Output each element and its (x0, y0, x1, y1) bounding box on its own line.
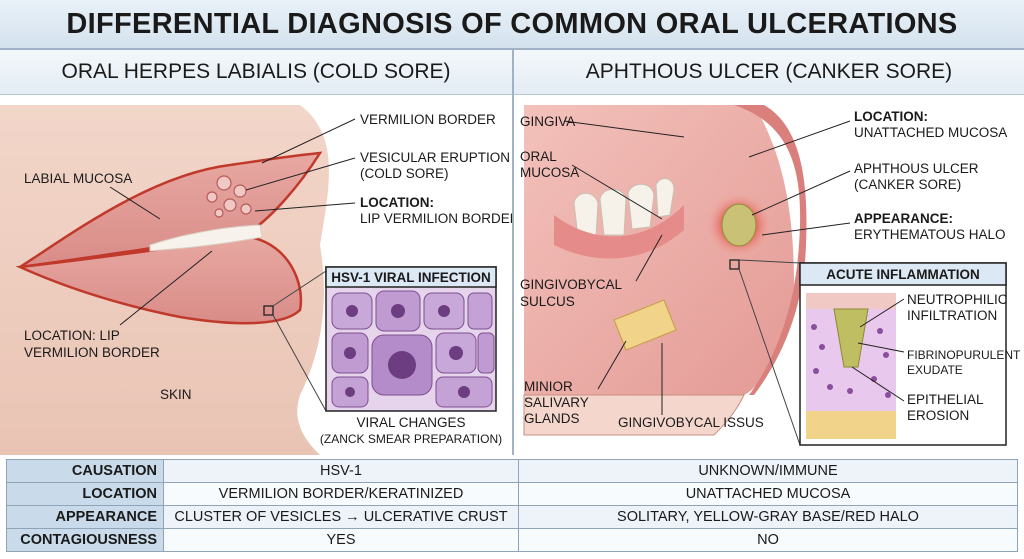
herpes-cell: CLUSTER OF VESICLES → ULCERATIVE CRUST (163, 505, 519, 529)
inflammation-inset-title: ACUTE INFLAMMATION (826, 267, 979, 282)
left-leader-lines (109, 118, 356, 326)
row-header: CONTAGIOUSNESS (6, 528, 164, 552)
fibrinopurulent-exudate (833, 308, 869, 368)
herpes-cell: VERMILION BORDER/KERATINIZED (163, 482, 519, 506)
table-row: CONTAGIOUSNESS YES NO (6, 528, 1018, 552)
table-row: APPEARANCE CLUSTER OF VESICLES → ULCERAT… (6, 505, 1018, 529)
title-bar: DIFFERENTIAL DIAGNOSIS OF COMMON ORAL UL… (0, 0, 1024, 50)
label-vermilion-border: VERMILION BORDER (360, 112, 496, 127)
label-minor-2: SALIVARY (524, 395, 589, 410)
right-panel-heading: APHTHOUS ULCER (CANKER SORE) (585, 60, 953, 83)
label-location-value-right: UNATTACHED MUCOSA (854, 125, 1007, 140)
salivary-glands (613, 299, 677, 351)
row-header: APPEARANCE (6, 505, 164, 529)
label-location-value: LIP VERMILION BORDER (360, 211, 512, 226)
right-leader-lines (563, 120, 851, 415)
label-aphthous-ulcer: APHTHOUS ULCER (854, 161, 979, 176)
ulcer-magnifier-marker (729, 259, 740, 270)
tissue-band (523, 394, 745, 436)
label-vesicular-eruption: VESICULAR ERUPTION (360, 150, 510, 165)
panel-divider (512, 50, 514, 455)
herpes-cell: YES (163, 528, 519, 552)
neutrophils (811, 324, 891, 398)
mouth-illustration: ACUTE INFLAMMATION NEUTROPHILIC INFILTRA… (514, 95, 1024, 455)
cheek-fold (734, 105, 807, 395)
label-canker-sore: (CANKER SORE) (854, 177, 961, 192)
hsv-caption-1: VIRAL CHANGES (356, 415, 465, 430)
label-issus: GINGIVOBYCAL ISSUS (618, 415, 764, 430)
vesicle-cluster (206, 175, 252, 218)
label-exudate: EXUDATE (907, 363, 963, 377)
hsv-caption-2: (ZANCK SMEAR PREPARATION) (320, 432, 502, 446)
inset-leader-lines (851, 298, 905, 402)
row-header: CAUSATION (6, 459, 164, 483)
label-infiltration: INFILTRATION (907, 308, 997, 323)
label-neutrophilic: NEUTROPHILIC (907, 292, 1008, 307)
row-header: LOCATION (6, 482, 164, 506)
submucosa (806, 411, 896, 439)
label-epithelial: EPITHELIAL (907, 392, 984, 407)
left-panel: HSV-1 VIRAL INFECTION VIRAL CHANGES (ZAN… (0, 95, 512, 455)
label-minor-3: GLANDS (524, 411, 580, 426)
label-vesicular-eruption-sub: (COLD SORE) (360, 166, 449, 181)
label-mucosa: MUCOSA (520, 165, 579, 180)
aphthous-cell: NO (518, 528, 1018, 552)
label-sulcus-2: SULCUS (520, 294, 575, 309)
hsv-inset-title: HSV-1 VIRAL INFECTION (331, 270, 491, 285)
label-minor-1: MINIOR (524, 379, 573, 394)
aphthous-cell: UNATTACHED MUCOSA (518, 482, 1018, 506)
right-panel: ACUTE INFLAMMATION NEUTROPHILIC INFILTRA… (514, 95, 1024, 455)
table-row: LOCATION VERMILION BORDER/KERATINIZED UN… (6, 482, 1018, 506)
label-location-title-right: LOCATION: (854, 109, 928, 124)
aphthous-cell: UNKNOWN/IMMUNE (518, 459, 1018, 483)
lip-illustration: HSV-1 VIRAL INFECTION VIRAL CHANGES (ZAN… (0, 95, 512, 455)
right-panel-heading-bar: APHTHOUS ULCER (CANKER SORE) (514, 50, 1024, 95)
teeth (149, 224, 263, 252)
magnifier-marker (263, 305, 274, 316)
comparison-table: CAUSATION HSV-1 UNKNOWN/IMMUNE LOCATION … (6, 459, 1018, 552)
label-location-title: LOCATION: (360, 195, 434, 210)
aphthous-ulcer (721, 203, 757, 247)
oral-mucosa-surface (524, 105, 794, 395)
left-panel-heading: ORAL HERPES LABIALIS (COLD SORE) (61, 60, 451, 83)
label-appearance-value: ERYTHEMATOUS HALO (854, 227, 1006, 242)
label-skin: SKIN (160, 387, 192, 402)
label-location-lip-sub: VERMILION BORDER (24, 345, 160, 360)
label-erosion: EROSION (907, 408, 969, 423)
label-location-lip: LOCATION: LIP (24, 328, 120, 343)
label-oral: ORAL (520, 149, 557, 164)
label-appearance-title: APPEARANCE: (854, 211, 953, 226)
gingiva (554, 205, 684, 259)
herpes-cell: HSV-1 (163, 459, 519, 483)
page-title: DIFFERENTIAL DIAGNOSIS OF COMMON ORAL UL… (66, 7, 958, 40)
viral-nuclei (344, 304, 470, 398)
left-panel-heading-bar: ORAL HERPES LABIALIS (COLD SORE) (0, 50, 512, 95)
label-fibrinopurulent: FIBRINOPURULENT (907, 348, 1021, 362)
label-gingiva: GINGIVA (520, 114, 575, 129)
table-row: CAUSATION HSV-1 UNKNOWN/IMMUNE (6, 459, 1018, 483)
label-sulcus-1: GINGIVOBYCAL (520, 277, 623, 292)
label-labial-mucosa: LABIAL MUCOSA (24, 171, 132, 186)
aphthous-cell: SOLITARY, YELLOW-GRAY BASE/RED HALO (518, 505, 1018, 529)
